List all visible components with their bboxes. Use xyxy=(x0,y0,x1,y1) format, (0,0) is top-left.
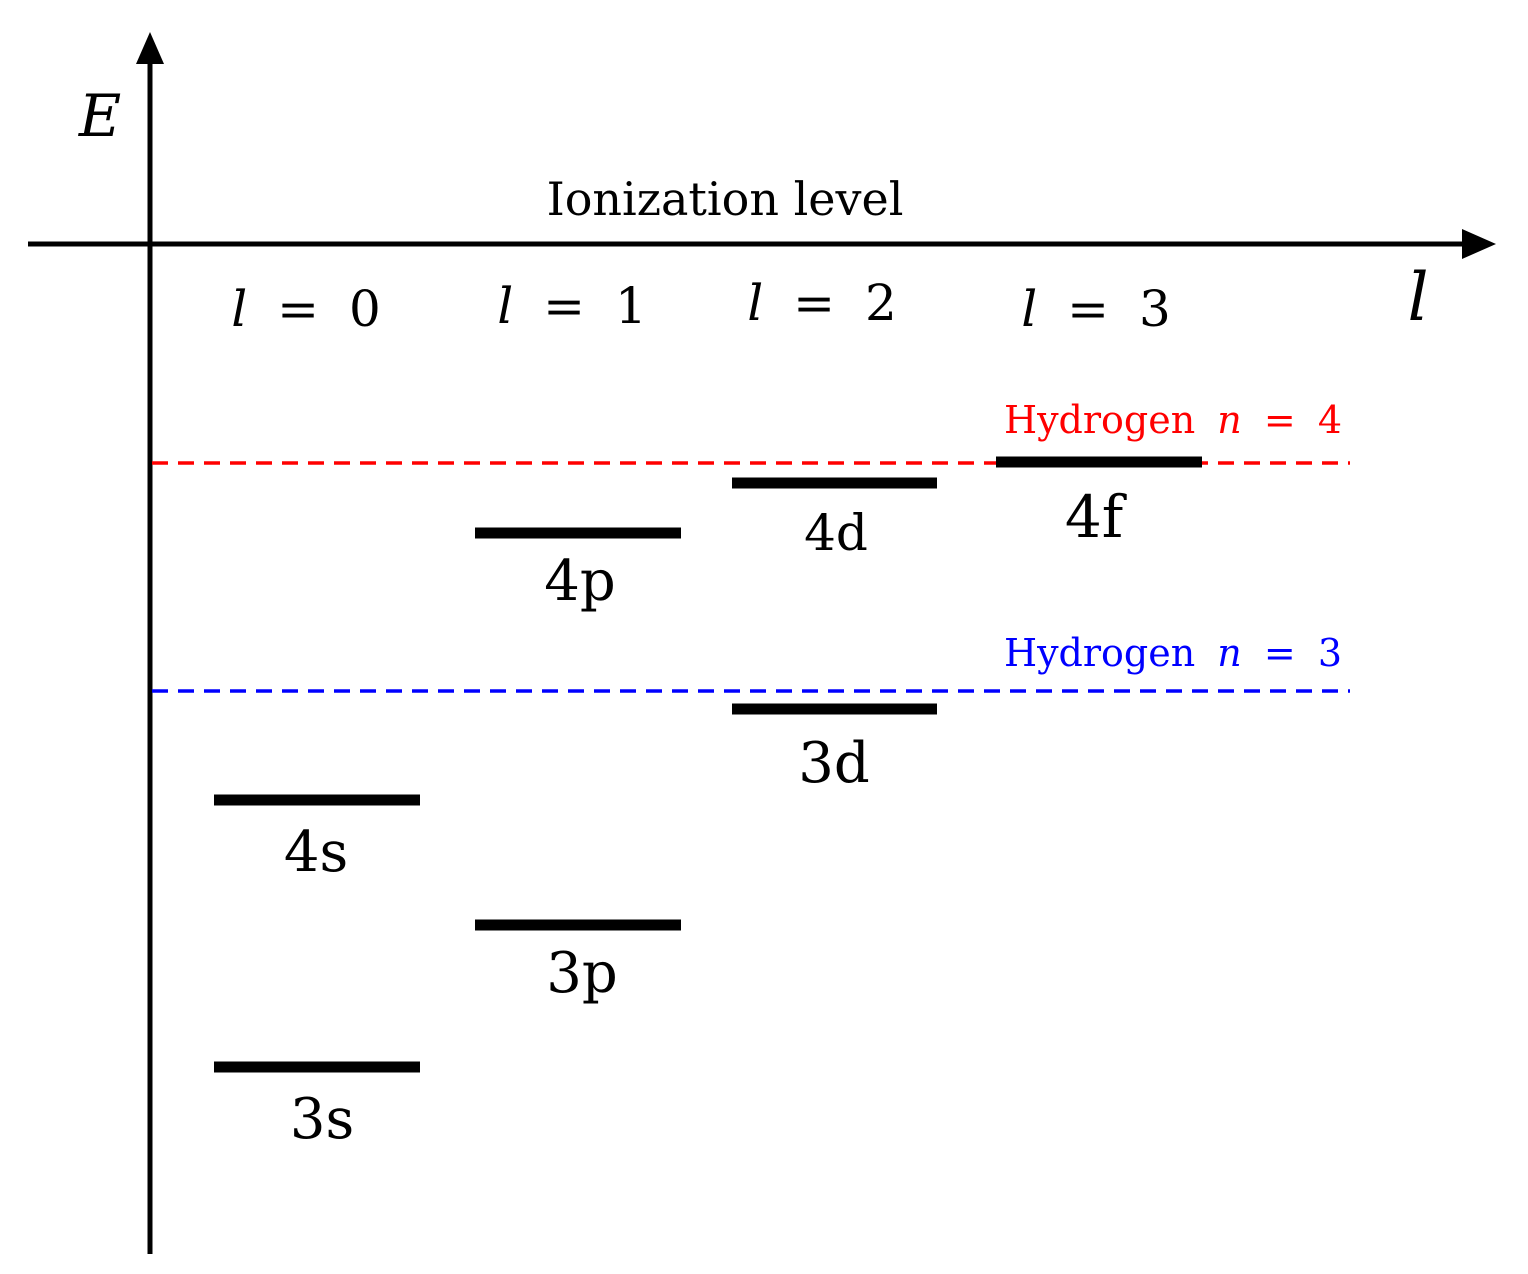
column-eq: = xyxy=(793,274,835,332)
y-axis-label: E xyxy=(78,82,121,150)
hydrogen-n3-label: Hydrogen n = 3 xyxy=(1004,631,1342,675)
hydrogen-value: 4 xyxy=(1318,398,1342,442)
hydrogen-var: n xyxy=(1217,631,1241,675)
hydrogen-eq: = xyxy=(1264,398,1296,442)
level-label-3d: 3d xyxy=(798,731,869,796)
level-label-3p: 3p xyxy=(546,941,617,1006)
x-axis-label: l xyxy=(1407,259,1428,336)
column-label-l1: l = 1 xyxy=(497,277,647,335)
column-var: l xyxy=(1021,280,1037,338)
column-label-l3: l = 3 xyxy=(1021,280,1171,338)
column-value: 3 xyxy=(1139,280,1171,338)
level-label-4f: 4f xyxy=(1065,483,1127,551)
hydrogen-var: n xyxy=(1217,398,1241,442)
column-eq: = xyxy=(1067,280,1109,338)
level-label-4s: 4s xyxy=(284,820,348,885)
column-value: 0 xyxy=(349,280,381,338)
column-value: 2 xyxy=(865,274,897,332)
hydrogen-n4-label: Hydrogen n = 4 xyxy=(1004,398,1342,442)
hydrogen-prefix: Hydrogen xyxy=(1004,398,1195,442)
x-axis-arrowhead xyxy=(1462,229,1496,259)
level-label-4p: 4p xyxy=(544,549,615,614)
level-label-4d: 4d xyxy=(804,504,868,562)
column-var: l xyxy=(747,274,763,332)
column-eq: = xyxy=(277,280,319,338)
column-label-l2: l = 2 xyxy=(747,274,897,332)
hydrogen-eq: = xyxy=(1264,631,1296,675)
column-value: 1 xyxy=(615,277,647,335)
y-axis-arrowhead xyxy=(136,32,164,64)
column-var: l xyxy=(497,277,513,335)
hydrogen-prefix: Hydrogen xyxy=(1004,631,1195,675)
column-var: l xyxy=(231,280,247,338)
column-eq: = xyxy=(543,277,585,335)
hydrogen-value: 3 xyxy=(1318,631,1342,675)
ionization-label: Ionization level xyxy=(547,172,904,226)
level-label-3s: 3s xyxy=(290,1087,354,1152)
column-label-l0: l = 0 xyxy=(231,280,381,338)
